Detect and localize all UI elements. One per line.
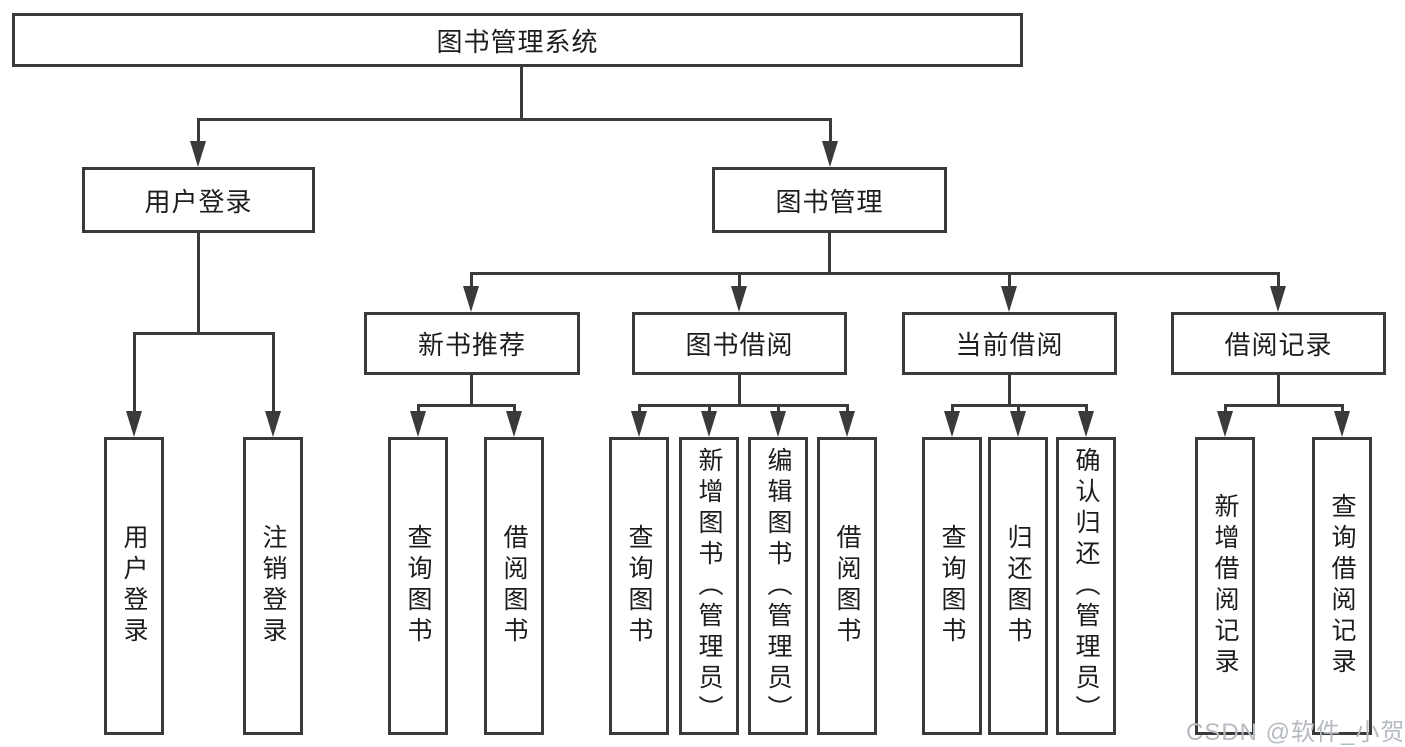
- arrowhead-down: [1334, 411, 1350, 437]
- node-br-query-record: 查询借阅记录: [1312, 437, 1372, 735]
- connector-vline: [777, 404, 780, 414]
- node-new-book-recommend: 新书推荐: [364, 312, 580, 375]
- arrowhead-down: [1270, 286, 1286, 312]
- connector-vline: [1008, 375, 1011, 407]
- connector-vline: [1224, 404, 1227, 414]
- arrowhead-down: [506, 411, 522, 437]
- node-bb-edit-books-admin-label: 编辑图书（管理员）: [764, 446, 792, 726]
- node-new-book-recommend-label: 新书推荐: [417, 330, 526, 360]
- node-bb-query-books-label: 查询图书: [625, 524, 653, 648]
- connector-vline: [513, 404, 516, 414]
- connector-vline: [1017, 404, 1020, 414]
- connector-hline: [638, 404, 849, 407]
- connector-vline: [1085, 404, 1088, 414]
- arrowhead-down: [944, 411, 960, 437]
- node-nbr-query-books: 查询图书: [388, 437, 448, 735]
- arrowhead-down: [631, 411, 647, 437]
- connector-vline: [272, 332, 275, 413]
- node-leaf-logout: 注销登录: [243, 437, 303, 735]
- node-cb-return-books-label: 归还图书: [1004, 524, 1032, 648]
- arrowhead-down: [822, 141, 838, 167]
- connector-vline: [1008, 272, 1011, 290]
- node-leaf-user-login-label: 用户登录: [120, 524, 148, 648]
- node-leaf-user-login: 用户登录: [104, 437, 164, 735]
- node-book-borrow: 图书借阅: [632, 312, 847, 375]
- arrowhead-down: [1217, 411, 1233, 437]
- arrowhead-down: [1001, 286, 1017, 312]
- connector-vline: [520, 66, 523, 119]
- node-bb-add-books-admin-label: 新增图书（管理员）: [695, 446, 723, 726]
- node-leaf-logout-label: 注销登录: [259, 524, 287, 648]
- node-library-system-label: 图书管理系统: [436, 26, 599, 57]
- node-library-system: 图书管理系统: [12, 13, 1023, 67]
- node-cb-confirm-return-admin-label: 确认归还（管理员）: [1072, 446, 1100, 726]
- node-current-borrow-label: 当前借阅: [955, 330, 1064, 360]
- connector-vline: [133, 332, 136, 413]
- connector-vline: [951, 404, 954, 414]
- connector-vline: [738, 272, 741, 290]
- node-book-management-label: 图书管理: [775, 186, 884, 217]
- node-user-login: 用户登录: [82, 167, 315, 233]
- node-cb-confirm-return-admin: 确认归还（管理员）: [1056, 437, 1116, 735]
- connector-vline: [470, 375, 473, 407]
- arrowhead-down: [731, 286, 747, 312]
- connector-vline: [638, 404, 641, 414]
- node-current-borrow: 当前借阅: [902, 312, 1117, 375]
- arrowhead-down: [126, 411, 142, 437]
- connector-vline: [846, 404, 849, 414]
- arrowhead-down: [1010, 411, 1026, 437]
- arrowhead-down: [410, 411, 426, 437]
- connector-vline: [470, 272, 473, 290]
- node-bb-edit-books-admin: 编辑图书（管理员）: [748, 437, 808, 735]
- connector-hline: [471, 272, 1280, 275]
- arrowhead-down: [839, 411, 855, 437]
- node-cb-query-books: 查询图书: [922, 437, 982, 735]
- arrowhead-down: [770, 411, 786, 437]
- connector-vline: [1277, 272, 1280, 290]
- connector-hline: [133, 332, 275, 335]
- connector-vline: [828, 233, 831, 275]
- connector-vline: [417, 404, 420, 414]
- node-bb-add-books-admin: 新增图书（管理员）: [679, 437, 739, 735]
- arrowhead-down: [190, 141, 206, 167]
- node-book-management: 图书管理: [712, 167, 947, 233]
- node-br-add-record: 新增借阅记录: [1195, 437, 1255, 735]
- connector-vline: [738, 375, 741, 407]
- csdn-watermark: CSDN @软件_小贺同学: [1186, 719, 1405, 746]
- connector-vline: [829, 118, 832, 144]
- arrowhead-down: [701, 411, 717, 437]
- node-cb-return-books: 归还图书: [988, 437, 1048, 735]
- connector-vline: [197, 118, 200, 144]
- connector-vline: [1277, 375, 1280, 407]
- arrowhead-down: [463, 286, 479, 312]
- arrowhead-down: [1078, 411, 1094, 437]
- arrowhead-down: [265, 411, 281, 437]
- node-br-add-record-label: 新增借阅记录: [1211, 493, 1239, 679]
- node-bb-borrow-books: 借阅图书: [817, 437, 877, 735]
- connector-vline: [1341, 404, 1344, 414]
- connector-hline: [197, 118, 832, 121]
- node-borrow-records-label: 借阅记录: [1224, 330, 1333, 360]
- node-book-borrow-label: 图书借阅: [685, 330, 794, 360]
- node-bb-borrow-books-label: 借阅图书: [833, 524, 861, 648]
- node-borrow-records: 借阅记录: [1171, 312, 1386, 375]
- connector-hline: [1224, 404, 1344, 407]
- node-bb-query-books: 查询图书: [609, 437, 669, 735]
- node-cb-query-books-label: 查询图书: [938, 524, 966, 648]
- node-user-login-label: 用户登录: [144, 186, 253, 217]
- node-br-query-record-label: 查询借阅记录: [1328, 493, 1356, 679]
- connector-hline: [417, 404, 516, 407]
- connector-vline: [708, 404, 711, 414]
- node-nbr-borrow-books: 借阅图书: [484, 437, 544, 735]
- node-nbr-borrow-books-label: 借阅图书: [500, 524, 528, 648]
- node-nbr-query-books-label: 查询图书: [404, 524, 432, 648]
- connector-vline: [197, 233, 200, 335]
